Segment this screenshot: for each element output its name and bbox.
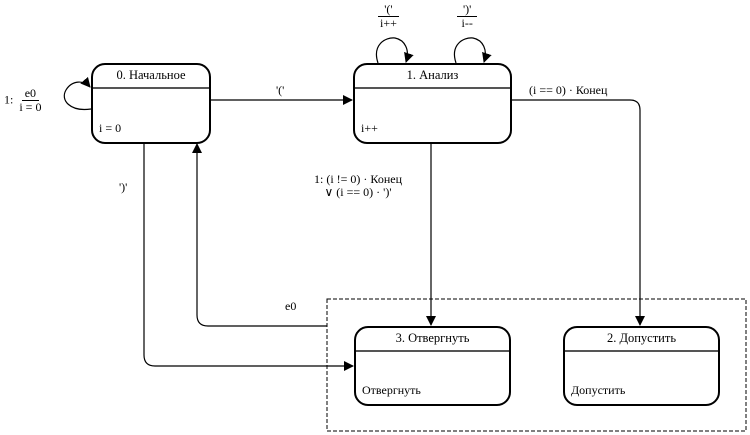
label-fraction: ')' i--: [457, 3, 478, 30]
final-states-group: [326, 298, 747, 432]
state-title: 0. Начальное: [116, 68, 186, 82]
state-analysis[interactable]: 1. Анализ i++: [353, 63, 512, 144]
state-action: i++: [361, 121, 378, 135]
label-s0-self: 1: e0 i = 0: [4, 87, 44, 114]
label-group-to-s0: e0: [285, 299, 297, 313]
label-action: i--: [461, 16, 473, 30]
transition-s0-to-s3: [143, 143, 354, 371]
state-divider: [355, 87, 510, 89]
label-s1-self-close: ')' i--: [457, 3, 478, 30]
label-s0-to-s3: ')': [119, 180, 128, 194]
label-s1-to-s3: 1: (i != 0) · Конец ∨ (i == 0) · ')': [314, 173, 402, 199]
state-action: Отвергнуть: [362, 383, 421, 397]
state-initial[interactable]: 0. Начальное i = 0: [91, 63, 211, 144]
label-event: ')': [457, 3, 478, 17]
transition-group-to-s0: [192, 143, 327, 327]
label-fraction: e0 i = 0: [16, 87, 44, 114]
state-action: Допустить: [571, 383, 626, 397]
label-s0-to-s1: '(': [276, 83, 285, 97]
label-event: '(': [378, 3, 399, 17]
label-action: i = 0: [19, 100, 42, 114]
label-s1-to-s2: (i == 0) · Конец: [529, 83, 608, 97]
state-divider: [565, 350, 718, 352]
state-title: 1. Анализ: [406, 68, 459, 82]
transition-s1-self-close: [453, 37, 492, 64]
state-accept[interactable]: 2. Допустить Допустить: [563, 326, 720, 406]
label-line-2: ∨ (i == 0) · ')': [324, 185, 392, 199]
state-reject[interactable]: 3. Отвергнуть Отвергнуть: [354, 326, 511, 406]
label-event: e0: [21, 87, 40, 101]
transition-s1-self-open: [375, 37, 414, 64]
label-s1-self-open: '(' i++: [377, 3, 400, 30]
state-action: i = 0: [99, 121, 122, 135]
label-action: i++: [380, 16, 397, 30]
state-title: 2. Допустить: [606, 331, 677, 345]
label-fraction: '(' i++: [377, 3, 400, 30]
state-title: 3. Отвергнуть: [395, 331, 470, 345]
transition-s0-self: [63, 76, 92, 111]
state-divider: [356, 350, 509, 352]
state-divider: [93, 87, 209, 89]
label-prefix: 1:: [4, 92, 14, 107]
label-line-1: 1: (i != 0) · Конец: [314, 172, 402, 186]
transition-s1-to-s2: [511, 99, 645, 326]
